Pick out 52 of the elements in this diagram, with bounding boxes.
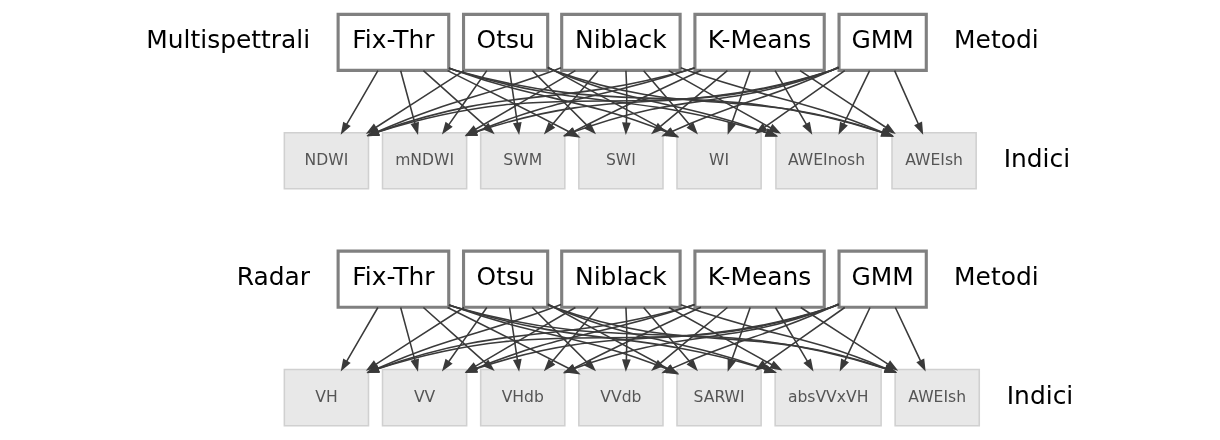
arrow [622, 69, 631, 135]
node-box: GMM [837, 249, 928, 309]
arrow [774, 69, 813, 135]
node-box: absVVxVH [774, 368, 882, 427]
arrow [651, 306, 729, 371]
node-box: AWEIsh [894, 368, 981, 427]
arrow [622, 306, 631, 372]
node-box: Fix-Thr [336, 249, 451, 309]
arrow [727, 69, 751, 135]
node-box: VH [283, 368, 370, 427]
node-box: mNDWI [381, 131, 468, 190]
arrow [727, 306, 751, 372]
node-box: SWI [578, 131, 664, 190]
arrow [668, 306, 783, 371]
node-box: VVdb [578, 368, 664, 427]
arrow [399, 69, 419, 135]
arrow [667, 69, 782, 134]
node-box: VHdb [479, 368, 566, 427]
arrow [754, 69, 846, 134]
node-box: Niblack [560, 249, 682, 309]
arrow [399, 306, 419, 372]
node-box: NDWI [283, 131, 370, 190]
label: Multispettrali [146, 25, 311, 55]
node-box: Otsu [462, 249, 550, 309]
label: Metodi [954, 25, 1039, 55]
arrow [838, 69, 871, 135]
node-box: Fix-Thr [336, 12, 451, 72]
arrow [800, 306, 899, 371]
node-box: WI [676, 131, 762, 190]
arrow [754, 306, 846, 371]
arrow [508, 306, 522, 372]
arrow [774, 306, 814, 372]
label: Indici [1006, 380, 1074, 410]
node-box: SARWI [676, 368, 762, 427]
node-box: AWEIsh [891, 131, 977, 190]
arrow [799, 69, 896, 134]
arrow [893, 69, 924, 135]
node-box: Otsu [462, 12, 550, 72]
node-box: SWM [479, 131, 566, 190]
node-box: K-Means [693, 12, 826, 72]
arrow [679, 67, 895, 138]
node-box: GMM [837, 12, 928, 72]
arrow [508, 69, 522, 135]
label: Radar [236, 262, 311, 292]
arrow [839, 306, 871, 372]
node-box: K-Means [693, 249, 826, 309]
node-box: Niblack [560, 12, 682, 72]
label: Indici [1003, 143, 1071, 173]
label: Metodi [954, 262, 1039, 292]
node-box: VV [381, 368, 468, 427]
node-box: AWEInosh [775, 131, 878, 190]
arrow [894, 306, 926, 372]
